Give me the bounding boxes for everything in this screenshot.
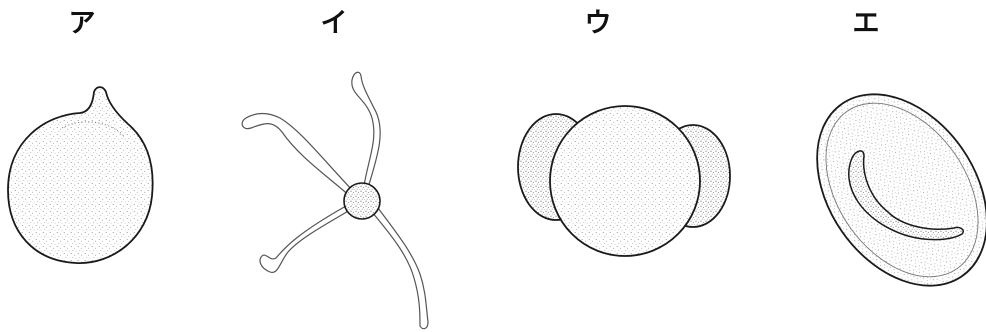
pollen-a-drawing [8, 87, 153, 263]
pollen-i-drawing [242, 72, 428, 328]
pollen-u-drawing [518, 106, 730, 256]
pollen-e-drawing [782, 62, 986, 318]
